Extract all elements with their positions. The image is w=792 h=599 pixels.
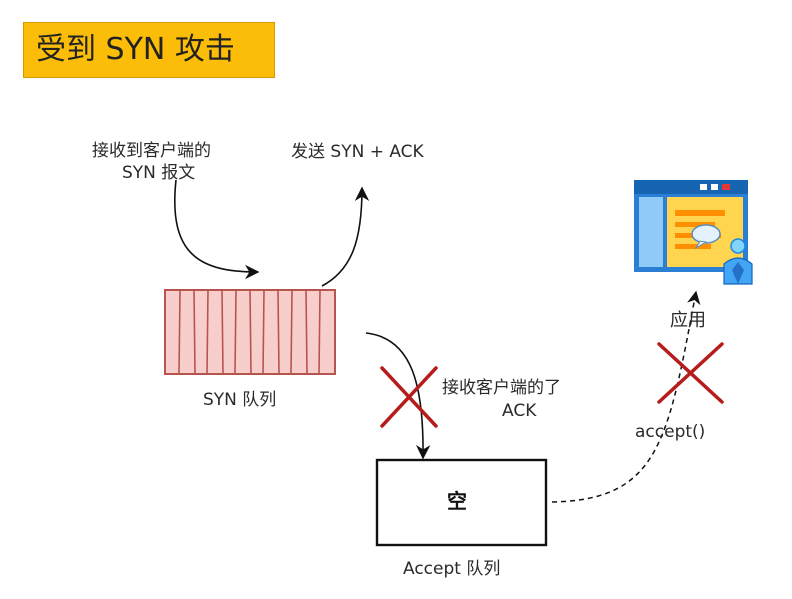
accept-queue-box: [375, 458, 548, 547]
page-title: 受到 SYN 攻击: [36, 32, 235, 67]
syn-queue-box: [164, 289, 336, 375]
arrow-to-accept-queue: [365, 332, 431, 460]
label-receive-ack-line2: ACK: [502, 401, 537, 421]
arrow-send-syn-ack: [321, 186, 370, 287]
label-accept-call: accept(): [635, 422, 706, 442]
blocked-ack-cross: [380, 366, 438, 428]
label-syn-queue: SYN 队列: [203, 390, 277, 410]
label-receive-syn-line1: 接收到客户端的: [92, 141, 211, 161]
accept-queue-content: 空: [447, 489, 467, 513]
label-receive-ack-line1: 接收客户端的了: [442, 378, 561, 398]
arrow-accept-call: [551, 290, 701, 503]
title-box: [23, 22, 275, 78]
label-receive-syn-line2: SYN 报文: [122, 163, 196, 183]
label-app: 应用: [670, 310, 706, 331]
arrow-receive-syn: [174, 179, 260, 280]
label-accept-queue: Accept 队列: [403, 559, 501, 579]
blocked-accept-cross: [657, 342, 724, 404]
label-send-syn-ack: 发送 SYN + ACK: [291, 142, 424, 162]
application-window-user-icon: [634, 180, 753, 285]
